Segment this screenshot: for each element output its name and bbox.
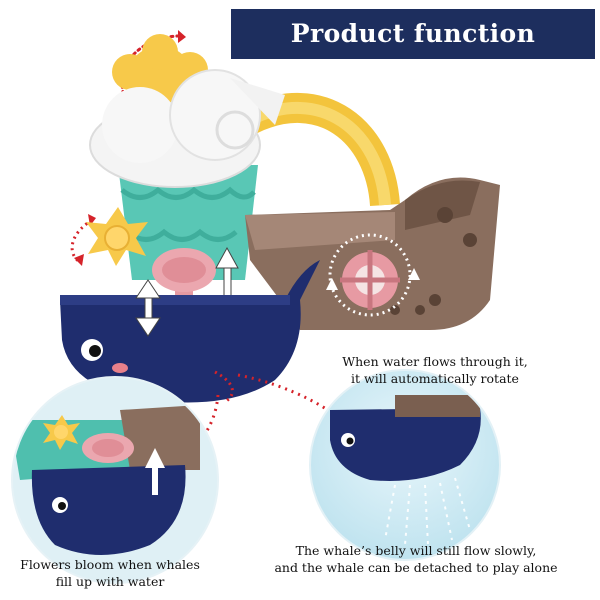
belly-inset-ring bbox=[309, 369, 501, 561]
caption-rotate-line-1: When water flows through it, bbox=[342, 354, 528, 369]
caption-rotate-line-2: it will automatically rotate bbox=[351, 371, 519, 386]
caption-bloom-line-2: fill up with water bbox=[55, 574, 165, 589]
bloom-inset-ring bbox=[11, 376, 219, 584]
up-down-arrow-icon bbox=[135, 279, 161, 337]
page-title: Product function analysis bbox=[231, 9, 595, 98]
caption-bloom: Flowers bloom when whales fill up with w… bbox=[0, 556, 220, 590]
caption-belly-line-1: The whale’s belly will still flow slowly… bbox=[295, 543, 537, 558]
rotate-arrow-side bbox=[70, 214, 96, 266]
caption-bloom-line-1: Flowers bloom when whales bbox=[20, 557, 200, 572]
rainbow-slide bbox=[243, 92, 400, 207]
pirate-ship bbox=[245, 177, 500, 330]
bloom-inset bbox=[12, 377, 218, 583]
caption-rotate: When water flows through it, it will aut… bbox=[290, 353, 580, 387]
cloud bbox=[89, 69, 285, 188]
caption-belly: The whale’s belly will still flow slowly… bbox=[240, 542, 592, 576]
caption-belly-line-2: and the whale can be detached to play al… bbox=[274, 560, 558, 575]
belly-inset bbox=[310, 370, 500, 560]
teal-tower bbox=[118, 165, 258, 280]
side-flower bbox=[86, 207, 148, 266]
rotating-wheel bbox=[326, 233, 420, 317]
whale bbox=[60, 260, 320, 404]
